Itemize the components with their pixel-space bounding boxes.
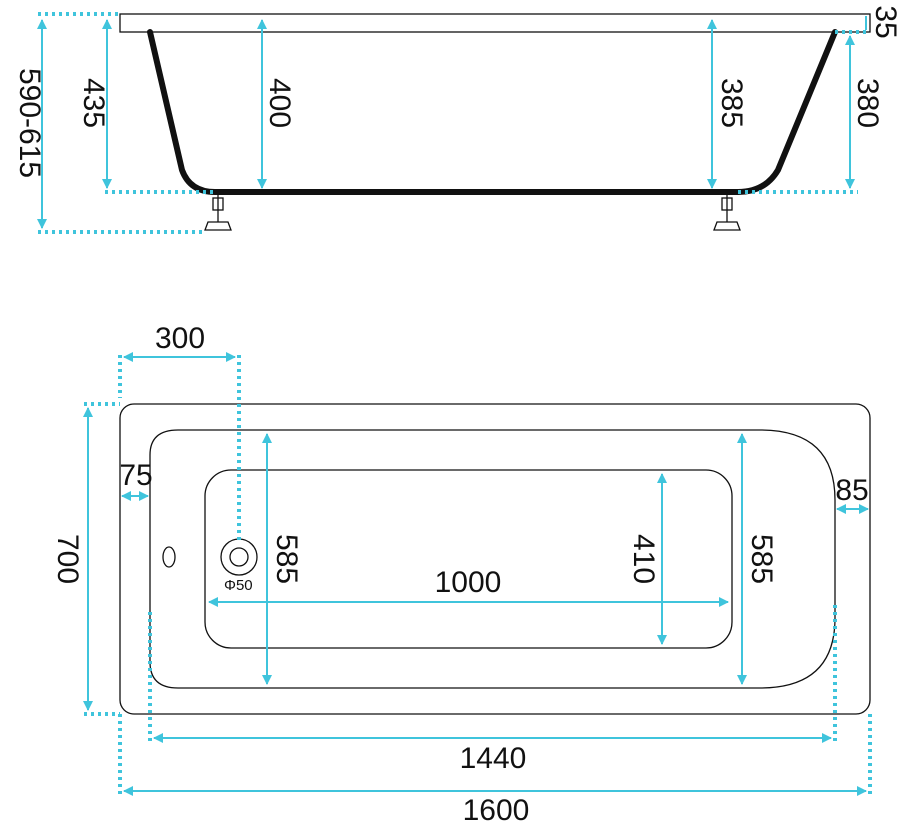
rim-thickness-label: 35 (869, 5, 902, 38)
bottom-width-label: 410 (627, 534, 660, 584)
tub-basin (149, 429, 836, 689)
tub-profile (147, 29, 838, 195)
drain-offset-label: 300 (155, 322, 205, 355)
total-length-label: 1600 (463, 794, 530, 827)
tub-bottom (204, 469, 733, 649)
foot-left (204, 194, 232, 231)
foot-right (713, 194, 741, 231)
tub-rim (119, 13, 871, 33)
side-view: 590-615 435 400 385 380 35 (13, 5, 902, 234)
rim-left-label: 75 (119, 459, 152, 492)
top-view: Φ50 300 700 75 85 585 1000 410 585 (51, 322, 872, 827)
total-height-label: 590-615 (13, 68, 46, 178)
inner-depth-right-label: 385 (715, 78, 748, 128)
rim-right-label: 85 (835, 474, 868, 507)
outer-depth-label: 435 (77, 78, 110, 128)
inner-length-label: 1440 (460, 742, 527, 775)
width-label: 700 (51, 534, 84, 584)
inner-width-right-label: 585 (745, 534, 778, 584)
drain-diameter-label: Φ50 (224, 577, 253, 594)
outer-right-label: 380 (851, 78, 884, 128)
inner-depth-left-label: 400 (263, 78, 296, 128)
overflow-hole-icon (162, 546, 176, 568)
drain-icon (220, 538, 258, 576)
bottom-length-label: 1000 (435, 566, 502, 599)
tub-outline (119, 403, 871, 715)
inner-width-left-label: 585 (270, 534, 303, 584)
